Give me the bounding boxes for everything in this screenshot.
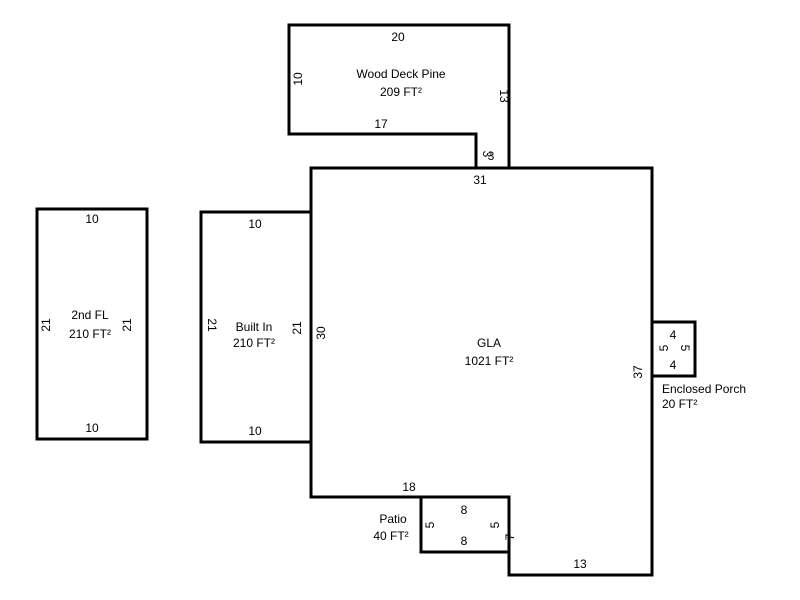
gla-top-dim: 31 (473, 173, 487, 187)
gla-area-label: 1021 FT² (465, 354, 514, 368)
second-floor-name-label: 2nd FL (71, 308, 109, 322)
second-floor-left-dim: 21 (39, 318, 53, 332)
patio-left-dim: 5 (423, 521, 437, 528)
gla-name-label: GLA (477, 336, 501, 350)
second-floor-area-label: 210 FT² (69, 327, 111, 341)
porch-right-dim: 5 (678, 345, 692, 352)
porch-area-label: 20 FT² (662, 397, 697, 411)
built-in-name-label: Built In (236, 320, 273, 334)
deck-right-dim: 13 (497, 89, 511, 103)
deck-name-label: Wood Deck Pine (356, 67, 445, 81)
second-floor-bottom-dim: 10 (85, 421, 99, 435)
gla-step-dim: 7 (503, 533, 517, 540)
gla-bottom-left-dim: 18 (402, 480, 416, 494)
second-floor-right-dim: 21 (120, 318, 134, 332)
second-floor-outline (35, 207, 149, 441)
built-in-top-dim: 10 (248, 217, 262, 231)
patio-area-label: 40 FT² (373, 529, 408, 543)
gla-outline (309, 166, 654, 577)
porch-name-label: Enclosed Porch (662, 382, 746, 396)
second-floor-top-dim: 10 (85, 212, 99, 226)
patio-bottom-dim: 8 (461, 534, 468, 548)
gla-right-dim: 37 (631, 365, 645, 379)
patio-name-label: Patio (379, 512, 407, 526)
deck-area-label: 209 FT² (380, 85, 422, 99)
built-in-area-label: 210 FT² (233, 336, 275, 350)
deck-step-dim-b: 3 (488, 149, 495, 163)
porch-top-dim: 4 (670, 328, 677, 342)
deck-bottom-dim: 17 (374, 117, 388, 131)
porch-left-dim: 5 (657, 344, 671, 351)
porch-bottom-dim: 4 (670, 358, 677, 372)
deck-top-dim: 20 (391, 30, 405, 44)
gla-bottom-right-dim: 13 (573, 557, 587, 571)
patio-right-dim: 5 (488, 521, 502, 528)
built-in-bottom-dim: 10 (248, 424, 262, 438)
gla-left-dim: 30 (314, 326, 328, 340)
built-in-left-dim: 21 (205, 318, 219, 332)
built-in-right-dim: 21 (290, 321, 304, 335)
patio-top-dim: 8 (461, 503, 468, 517)
enclosed-porch-outline (650, 320, 697, 378)
patio-outline (419, 495, 511, 554)
deck-left-dim: 10 (291, 72, 305, 86)
deck-step-dim-a: 3 (480, 151, 494, 158)
